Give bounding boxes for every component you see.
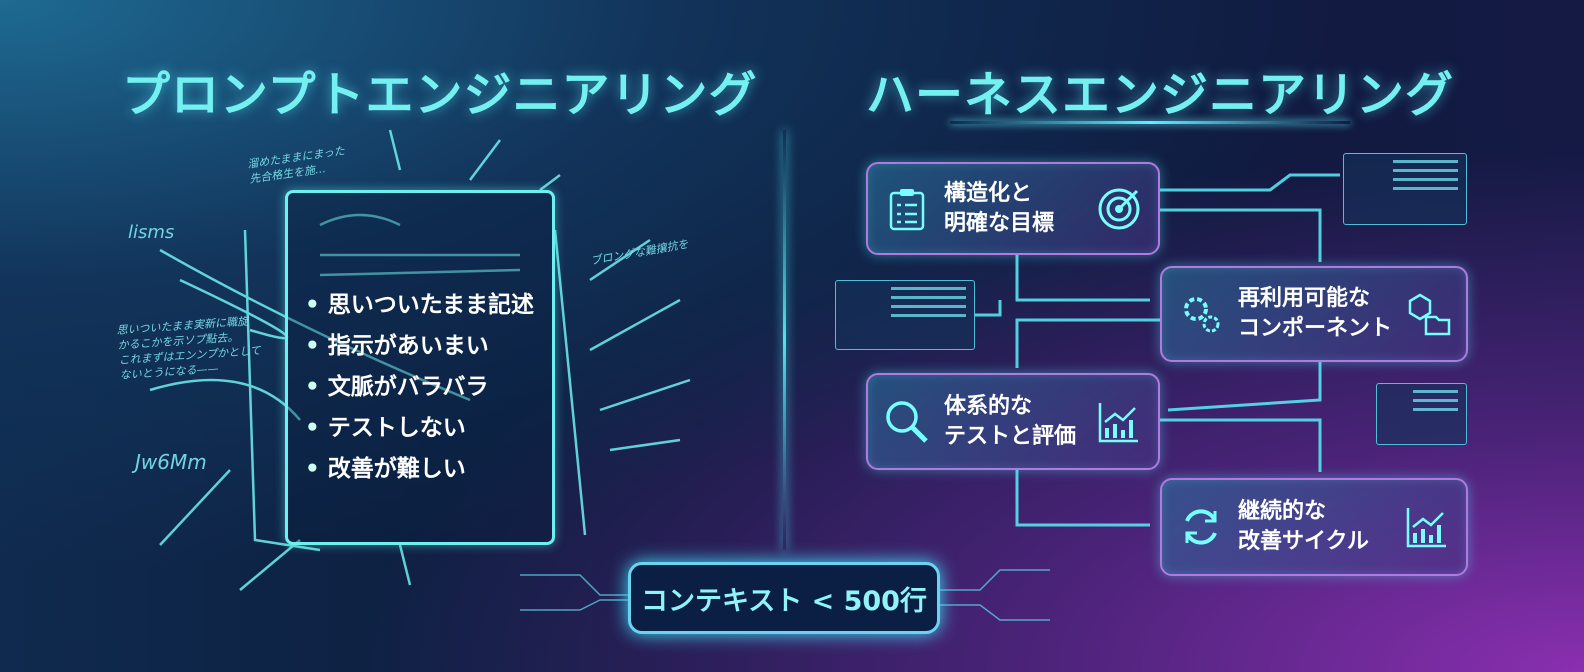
step-systematic-testing: 体系的なテストと評価 [866,373,1160,470]
scribble-note: lisms [128,222,175,243]
window-panel [1343,153,1467,225]
scribble-note: Jw6Mm [135,450,207,474]
list-item: 文脈がバラバラ [305,367,534,408]
window-panel [835,280,975,350]
left-title: プロンプトエンジニアリング [122,67,758,123]
bar-chart-icon [1096,399,1142,445]
step-label: 明確な目標 [944,210,1055,236]
gears-icon [1178,291,1224,337]
list-item: テストしない [305,408,534,449]
step-label: テストと評価 [944,423,1077,449]
right-title: ハーネスエンジニアリング [866,67,1455,123]
target-icon [1096,186,1142,232]
scribble-note: 思いついたまま実新に職旋 かるこかを示ソプ點去。 これまずはエンンプかとして な… [116,314,262,382]
step-label: 構造化と [944,180,1033,206]
window-panel [1376,383,1467,445]
step-label: 体系的な [944,393,1033,419]
step-label: 継続的な [1238,499,1327,524]
step-structured-goals: 構造化と明確な目標 [866,162,1160,255]
bar-chart-icon [1404,504,1450,550]
step-continuous-improvement: 継続的な改善サイクル [1160,478,1468,576]
cube-folder-icon [1406,291,1452,337]
center-divider [783,130,786,550]
context-limit-badge: コンテキスト < 500行 [628,562,940,634]
step-reusable-components: 再利用可能なコンポーネント [1160,266,1468,362]
title-underline [950,121,1350,124]
clipboard-icon [884,186,930,232]
step-label: 再利用可能な [1238,286,1371,311]
refresh-icon [1178,504,1224,550]
list-item: 思いついたまま記述 [305,285,534,326]
context-limit-text: コンテキスト < 500行 [641,585,927,617]
step-label: コンポーネント [1238,316,1393,341]
list-item: 改善が難しい [305,449,534,490]
problem-list: 思いついたまま記述 指示があいまい 文脈がバラバラ テストしない 改善が難しい [305,285,534,490]
step-label: 改善サイクル [1238,529,1369,554]
magnifier-icon [884,399,930,445]
list-item: 指示があいまい [305,326,534,367]
